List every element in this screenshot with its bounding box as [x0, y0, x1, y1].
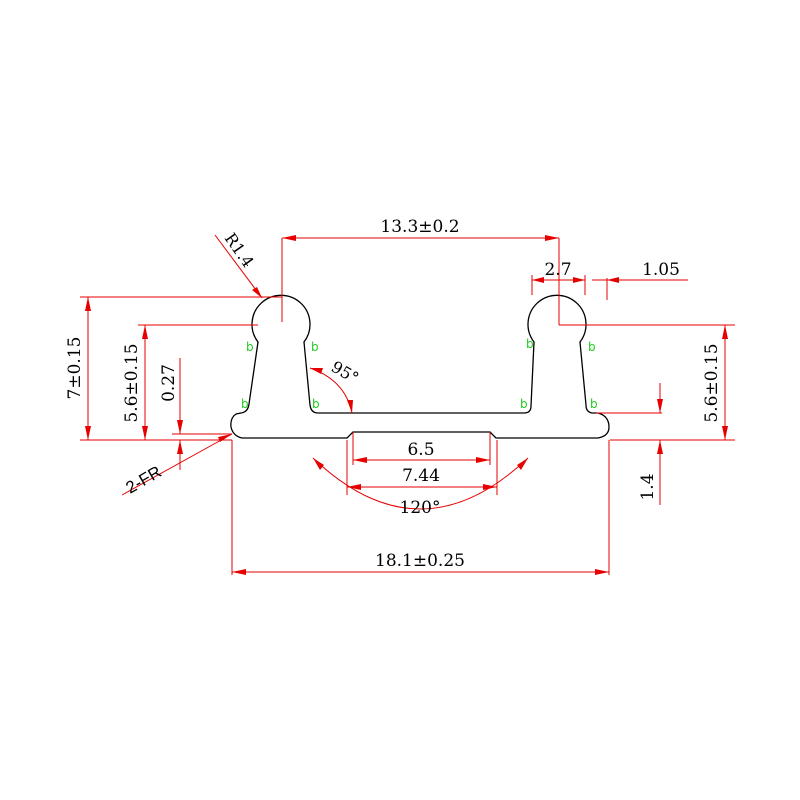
dim-base-thickness: 1.4 — [638, 473, 658, 500]
dimension-lines — [85, 234, 728, 575]
dim-groove-outer: 7.44 — [402, 466, 440, 486]
inner-channel — [303, 341, 535, 414]
surface-mark: b — [312, 397, 320, 411]
dim-left-inner-height: 5.6±0.15 — [122, 343, 142, 422]
surface-mark: b — [311, 340, 319, 354]
dim-left-height: 7±0.15 — [65, 337, 85, 400]
dimension-labels: 13.3±0.2 2.7 1.05 R1.4 7±0.15 5.6±0.15 0… — [65, 217, 722, 571]
surface-mark: b — [590, 397, 598, 411]
profile-outline — [230, 294, 610, 439]
left-bulb — [251, 294, 311, 343]
dim-wall-angle: 95° — [328, 357, 362, 388]
dim-wall: 1.05 — [642, 260, 680, 280]
surface-mark: b — [246, 340, 254, 354]
surface-mark: b — [588, 340, 596, 354]
surface-mark: b — [241, 397, 249, 411]
surface-mark: b — [526, 337, 534, 351]
dim-groove-angle: 120° — [400, 498, 441, 518]
dim-top-width: 13.3±0.2 — [380, 217, 459, 237]
extension-lines — [80, 238, 735, 575]
right-bulb — [527, 294, 587, 343]
dim-slot-width: 2.7 — [544, 260, 571, 280]
dim-right-height: 5.6±0.15 — [702, 343, 722, 422]
dim-groove-inner: 6.5 — [407, 440, 434, 460]
fillet-note: 2-FR — [123, 462, 165, 497]
left-wall — [230, 341, 610, 439]
dim-total-width: 18.1±0.25 — [375, 551, 465, 571]
surface-marks: b b b b b b b b — [241, 337, 598, 411]
dim-base-step: 0.27 — [159, 364, 179, 402]
surface-mark: b — [520, 397, 528, 411]
